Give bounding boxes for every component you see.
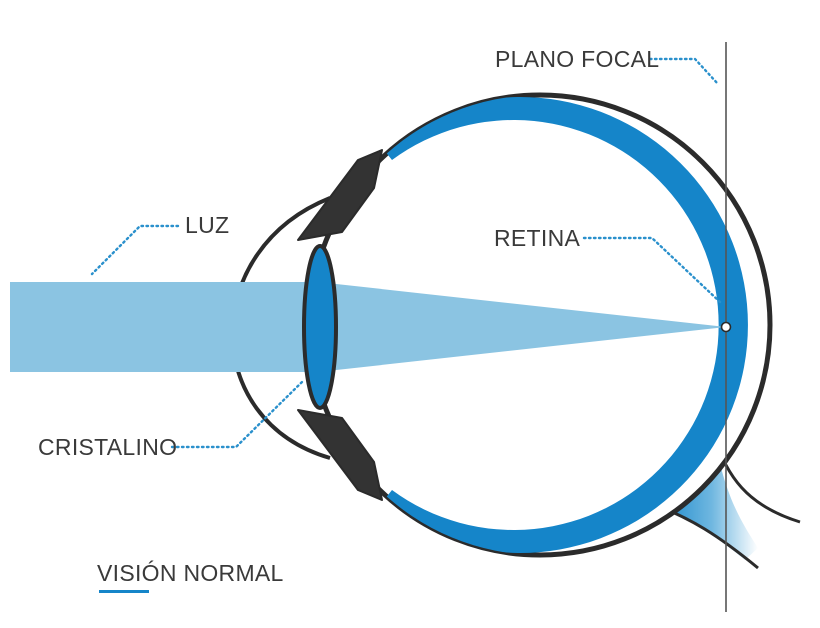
focal-plane-label: PLANO FOCAL: [495, 46, 659, 72]
focal-plane-leader: [648, 57, 720, 86]
focal-point: [720, 321, 732, 333]
iris-bottom: [297, 409, 383, 501]
light-label: LUZ: [185, 212, 229, 238]
diagram-title: VISIÓN NORMAL: [97, 560, 284, 586]
light-leader: [90, 224, 180, 276]
retina-leader: [582, 236, 722, 304]
retina-label: RETINA: [494, 225, 580, 251]
lens-label: CRISTALINO: [38, 434, 177, 460]
lens-leader: [170, 380, 304, 449]
retina-layer: [380, 97, 748, 554]
iris-top: [297, 149, 383, 241]
title-underline: [99, 590, 149, 593]
crystalline-lens: [302, 244, 338, 410]
focus-cone: [318, 282, 726, 372]
light-beam: [10, 282, 325, 372]
